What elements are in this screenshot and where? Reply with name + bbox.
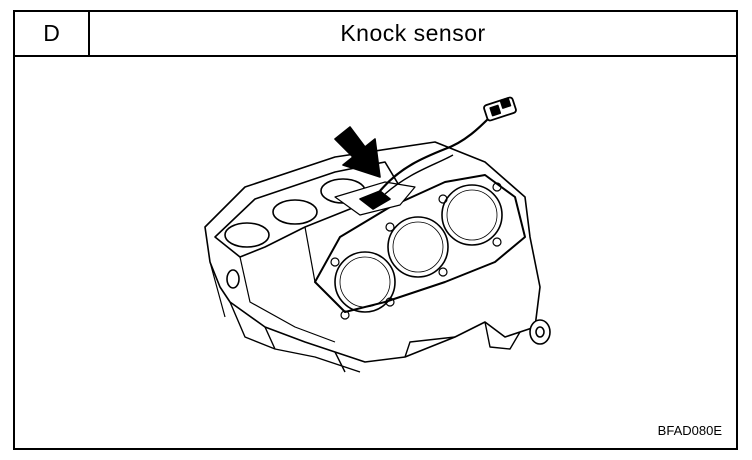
right-bore-2: [387, 216, 449, 278]
right-bore-1-inner: [339, 256, 391, 308]
bolt-holes: [330, 182, 502, 320]
figure-code: BFAD080E: [657, 423, 722, 438]
engine-block-illustration: [204, 96, 551, 373]
section-label: D: [15, 12, 90, 55]
right-bore-1: [334, 251, 396, 313]
lower-skirt: [229, 301, 521, 373]
knock-sensor-body: [359, 190, 391, 210]
right-bore-3-inner: [446, 189, 498, 241]
mount-boss: [529, 319, 551, 345]
right-bore-3: [441, 184, 503, 246]
right-bore-2-inner: [392, 221, 444, 273]
wiring-harness: [379, 116, 491, 192]
right-bank-deck: [314, 174, 526, 313]
header-row: D Knock sensor: [15, 12, 736, 57]
page-title: Knock sensor: [340, 20, 486, 46]
pointer-arrow-icon: [334, 126, 381, 178]
left-bank-side: [209, 226, 336, 343]
left-bore-2: [272, 199, 318, 225]
figure-area: BFAD080E: [15, 57, 736, 448]
left-bore-1: [224, 222, 270, 248]
left-boss: [226, 269, 240, 289]
document-frame: D Knock sensor: [13, 10, 738, 450]
